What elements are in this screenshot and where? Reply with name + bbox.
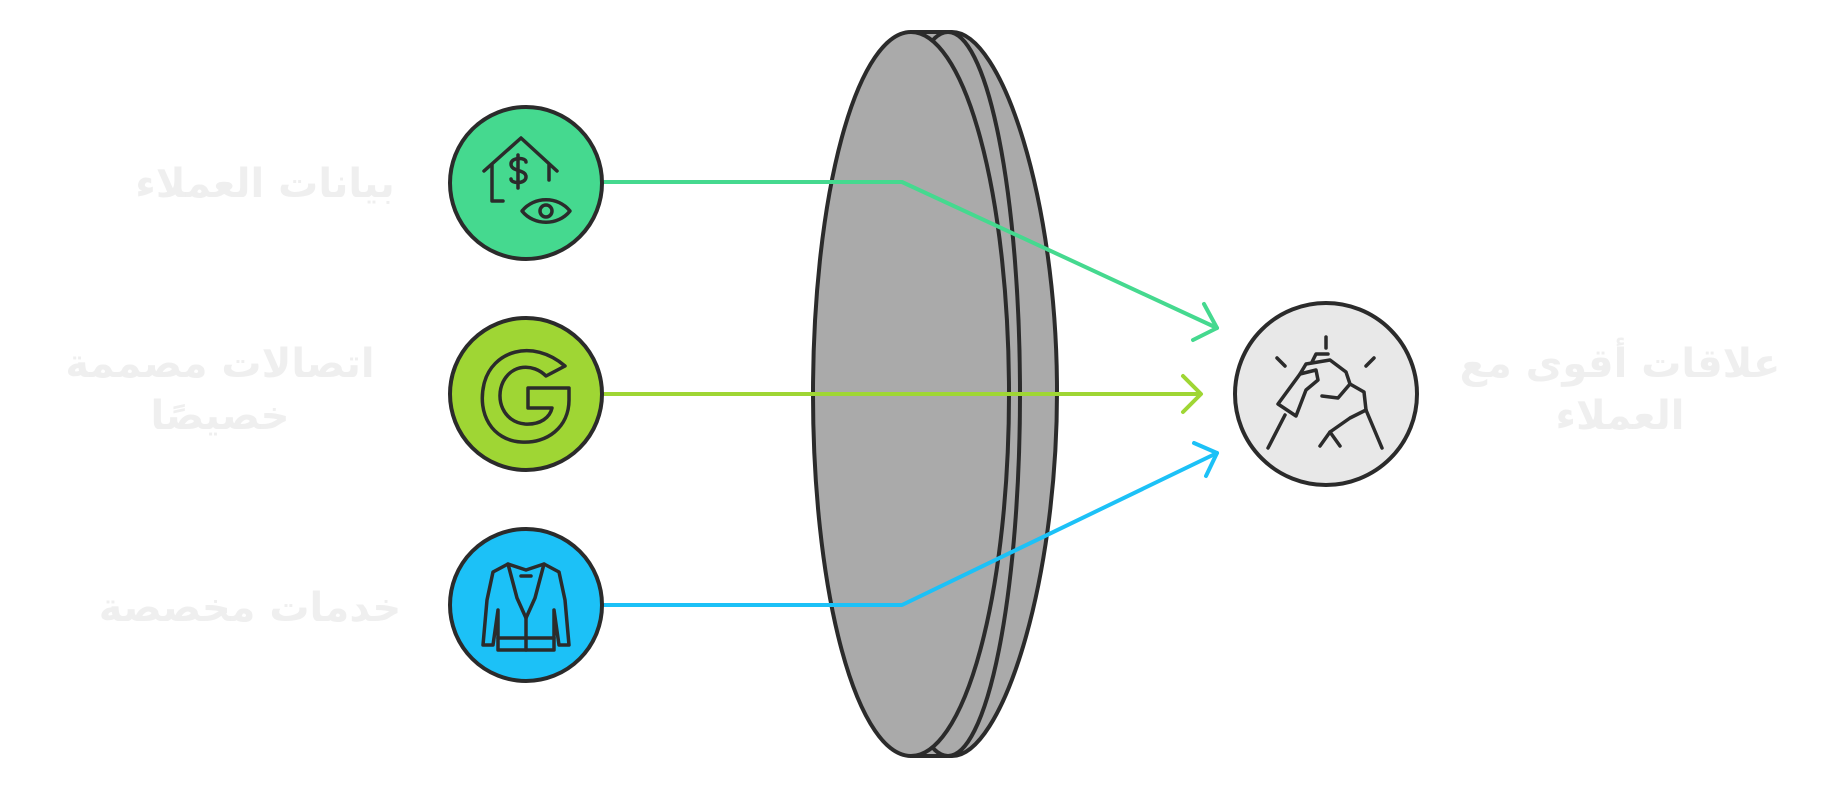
label-customer-data: بيانات العملاء [135, 161, 395, 207]
output-node-stronger-relationships [1233, 301, 1419, 487]
input-circle [448, 105, 604, 261]
arrow-customized-services [599, 441, 1219, 607]
output-circle [1233, 301, 1419, 487]
arrow-customer-data [599, 180, 1219, 342]
letter-g-icon [480, 348, 571, 444]
handshake-icon [1266, 335, 1384, 450]
tailored-jacket-icon [481, 562, 571, 652]
input-node-customized-services [448, 527, 604, 683]
label-customized-services: خدمات مخصصة [98, 585, 402, 631]
input-circle [448, 527, 604, 683]
label-stronger-relationships: علاقات أقوى مع العملاء [1459, 341, 1781, 439]
input-node-tailored-communications [448, 316, 604, 472]
arrows [599, 180, 1219, 607]
input-node-customer-data [448, 105, 604, 261]
input-circle [448, 316, 604, 472]
arrow-tailored-communications [599, 374, 1203, 414]
house-dollar-eye-icon [482, 136, 572, 224]
label-tailored-communications: اتصالات مصممة خصيصًا [65, 341, 375, 439]
